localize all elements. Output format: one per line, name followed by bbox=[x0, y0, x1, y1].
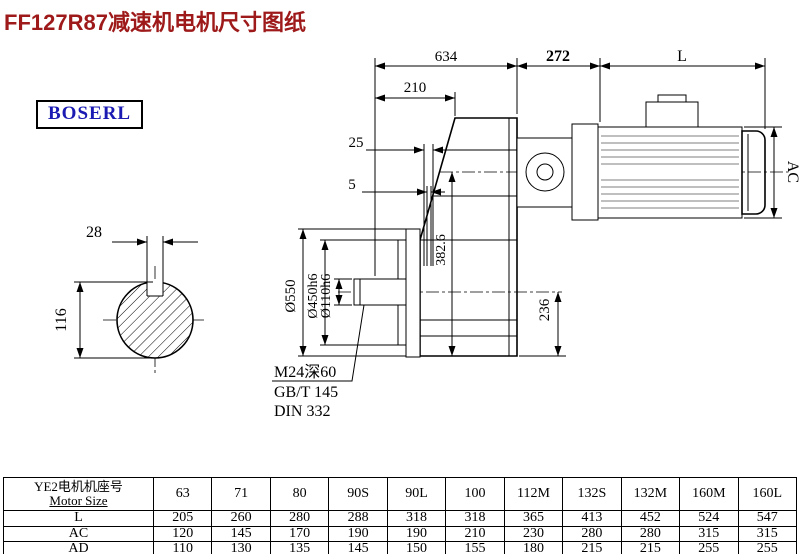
dimension-value-cell: 120 bbox=[152, 525, 213, 543]
dimension-value-cell: 255 bbox=[679, 541, 739, 554]
dim-634-label: 634 bbox=[435, 49, 458, 65]
dim-28-label: 28 bbox=[86, 224, 102, 241]
dimension-row-label: AD bbox=[3, 541, 154, 554]
motor-size-column-header: 90L bbox=[386, 477, 447, 511]
dimension-value-cell: 230 bbox=[503, 525, 564, 543]
dimension-value-cell: 280 bbox=[269, 510, 330, 527]
brand-logo: BOSERL bbox=[36, 100, 144, 129]
diameter-dimensions: Ø110h6 Ø450h6 Ø550 bbox=[283, 228, 406, 357]
motor-size-column-header: 63 bbox=[152, 477, 213, 511]
dimension-value-cell: 190 bbox=[328, 525, 388, 543]
dimension-value-cell: 318 bbox=[386, 510, 447, 527]
dim-dia110-label: Ø110h6 bbox=[319, 274, 334, 319]
note-tap-label: M24深60 bbox=[274, 363, 336, 381]
dim-dia550-label: Ø550 bbox=[283, 279, 299, 312]
dimension-value-cell: 288 bbox=[328, 510, 388, 527]
note-gbt-label: GB/T 145 bbox=[274, 384, 338, 401]
dimension-value-cell: 280 bbox=[620, 525, 681, 543]
header-en-label: Motor Size bbox=[49, 493, 108, 508]
dimension-value-cell: 280 bbox=[562, 525, 622, 543]
dim-25-label: 25 bbox=[349, 135, 364, 151]
dim-5-label: 5 bbox=[348, 177, 356, 193]
dimension-value-cell: 180 bbox=[503, 541, 564, 554]
dimension-value-cell: 365 bbox=[503, 510, 564, 527]
dim-116-label: 116 bbox=[53, 308, 70, 331]
header-cn-label: YE2电机机座号 bbox=[34, 479, 123, 495]
dimension-value-cell: 215 bbox=[562, 541, 622, 554]
gearbox-housing bbox=[338, 117, 562, 358]
top-dimension-lines: 634 272 L 210 25 5 bbox=[348, 48, 766, 276]
dimension-value-cell: 260 bbox=[211, 510, 271, 527]
motor-size-column-header: 100 bbox=[445, 477, 505, 511]
dimension-value-cell: 255 bbox=[737, 541, 798, 554]
dimension-value-cell: 205 bbox=[152, 510, 213, 527]
note-din-label: DIN 332 bbox=[274, 403, 330, 420]
dimension-value-cell: 135 bbox=[269, 541, 330, 554]
dimension-value-cell: 210 bbox=[445, 525, 505, 543]
dimension-value-cell: 155 bbox=[445, 541, 505, 554]
motor-size-column-header: 132S bbox=[562, 477, 622, 511]
dimension-value-cell: 130 bbox=[211, 541, 271, 554]
vertical-dimensions: 382.6 236 bbox=[434, 172, 566, 357]
motor-size-column-header: 160M bbox=[679, 477, 739, 511]
dimension-row-label: AC bbox=[3, 525, 154, 543]
dimension-value-cell: 413 bbox=[562, 510, 622, 527]
dimension-value-cell: 315 bbox=[679, 525, 739, 543]
dimension-value-cell: 150 bbox=[386, 541, 447, 554]
page-title: FF127R87减速机电机尺寸图纸 bbox=[4, 10, 306, 35]
dimension-value-cell: 190 bbox=[386, 525, 447, 543]
dimension-value-cell: 318 bbox=[445, 510, 505, 527]
dim-210-label: 210 bbox=[404, 80, 427, 96]
dimension-value-cell: 145 bbox=[328, 541, 388, 554]
dimension-value-cell: 524 bbox=[679, 510, 739, 527]
dimension-value-cell: 110 bbox=[152, 541, 213, 554]
dimension-ac: AC bbox=[744, 126, 800, 219]
dim-272-label: 272 bbox=[546, 48, 570, 65]
dimension-value-cell: 547 bbox=[737, 510, 798, 527]
dimension-value-cell: 170 bbox=[269, 525, 330, 543]
shaft-end-view: 28 116 bbox=[53, 224, 207, 374]
dim-ac-label: AC bbox=[784, 161, 800, 183]
dim-L-label: L bbox=[677, 48, 687, 65]
dimension-value-cell: 315 bbox=[737, 525, 798, 543]
motor bbox=[440, 94, 788, 221]
motor-size-column-header: 80 bbox=[269, 477, 330, 511]
dimension-value-cell: 452 bbox=[620, 510, 681, 527]
dimension-row-label: L bbox=[3, 510, 154, 527]
dim-382-label: 382.6 bbox=[434, 234, 449, 266]
dimension-value-cell: 145 bbox=[211, 525, 271, 543]
motor-size-column-header: 160L bbox=[737, 477, 798, 511]
motor-size-column-header: 90S bbox=[328, 477, 388, 511]
dim-236-label: 236 bbox=[537, 298, 553, 321]
motor-size-column-header: 112M bbox=[503, 477, 564, 511]
dimension-value-cell: 215 bbox=[620, 541, 681, 554]
motor-size-column-header: 132M bbox=[620, 477, 681, 511]
thread-note: M24深60 GB/T 145 DIN 332 bbox=[272, 304, 365, 420]
motor-size-column-header: 71 bbox=[211, 477, 271, 511]
dim-dia450-label: Ø450h6 bbox=[306, 273, 321, 318]
